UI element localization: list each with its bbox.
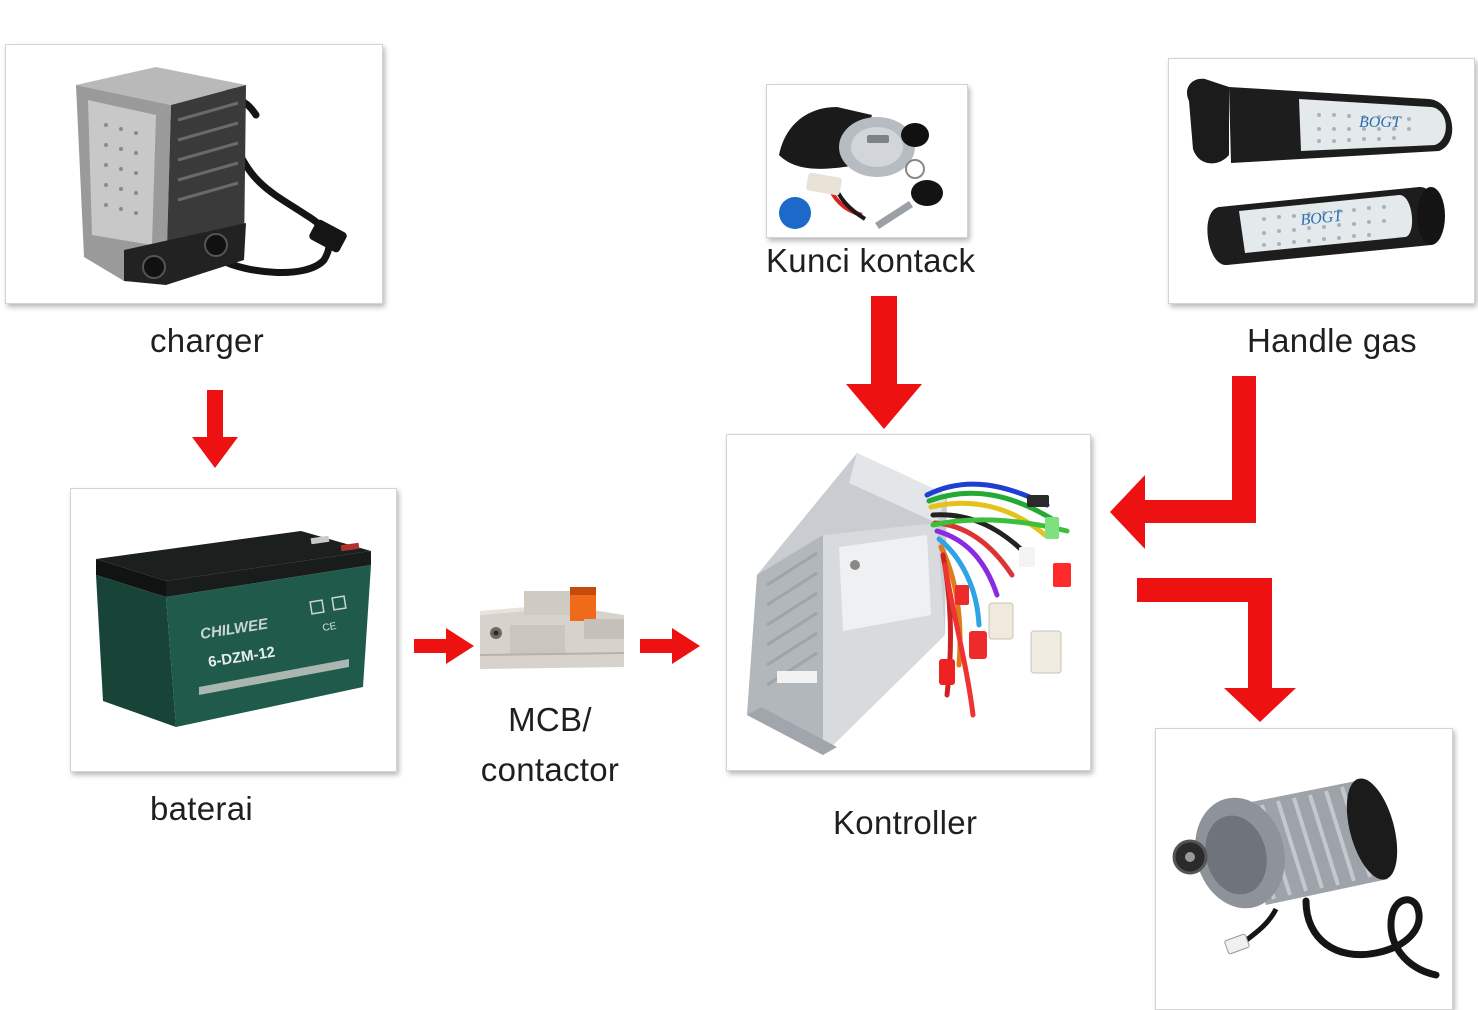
throttle-photo: BOGT BOGT: [1186, 78, 1453, 266]
arrow-controller-to-motor: [1137, 578, 1296, 722]
battery-photo: CHILWEE 6-DZM-12 CE: [96, 531, 371, 727]
ignition-key-label: Kunci kontack: [766, 242, 976, 279]
charger-photo-frame: [5, 44, 383, 304]
charger-label: charger: [150, 322, 264, 359]
battery-photo-frame: CHILWEE 6-DZM-12 CE: [70, 488, 397, 772]
battery-mark-text: CE: [322, 621, 338, 634]
arrow-key-to-controller: [846, 296, 922, 429]
motor-photo: [1172, 778, 1440, 979]
mcb-label: MCB/ contactor: [440, 695, 660, 795]
ignition-key-photo-frame: [766, 84, 968, 238]
arrow-battery-to-mcb: [414, 628, 474, 664]
throttle-brand-text-upper: BOGT: [1359, 114, 1402, 131]
charger-photo: [76, 67, 347, 285]
arrow-throttle-to-controller: [1110, 376, 1256, 549]
throttle-label: Handle gas: [1247, 322, 1417, 359]
mcb-photo: [479, 587, 625, 669]
controller-photo-frame: [726, 434, 1091, 771]
controller-label: Kontroller: [833, 804, 978, 841]
motor-photo-frame: [1155, 728, 1453, 1010]
mcb-label-line1: MCB/: [508, 701, 592, 738]
arrow-mcb-to-controller: [640, 628, 700, 664]
ignition-key-photo: [779, 107, 943, 229]
mcb-label-line2: contactor: [480, 751, 620, 788]
throttle-photo-frame: BOGT BOGT: [1168, 58, 1475, 304]
throttle-brand-text-lower: BOGT: [1300, 208, 1344, 229]
battery-label: baterai: [150, 790, 254, 827]
arrow-charger-to-battery: [192, 390, 238, 468]
controller-photo: [747, 453, 1071, 755]
